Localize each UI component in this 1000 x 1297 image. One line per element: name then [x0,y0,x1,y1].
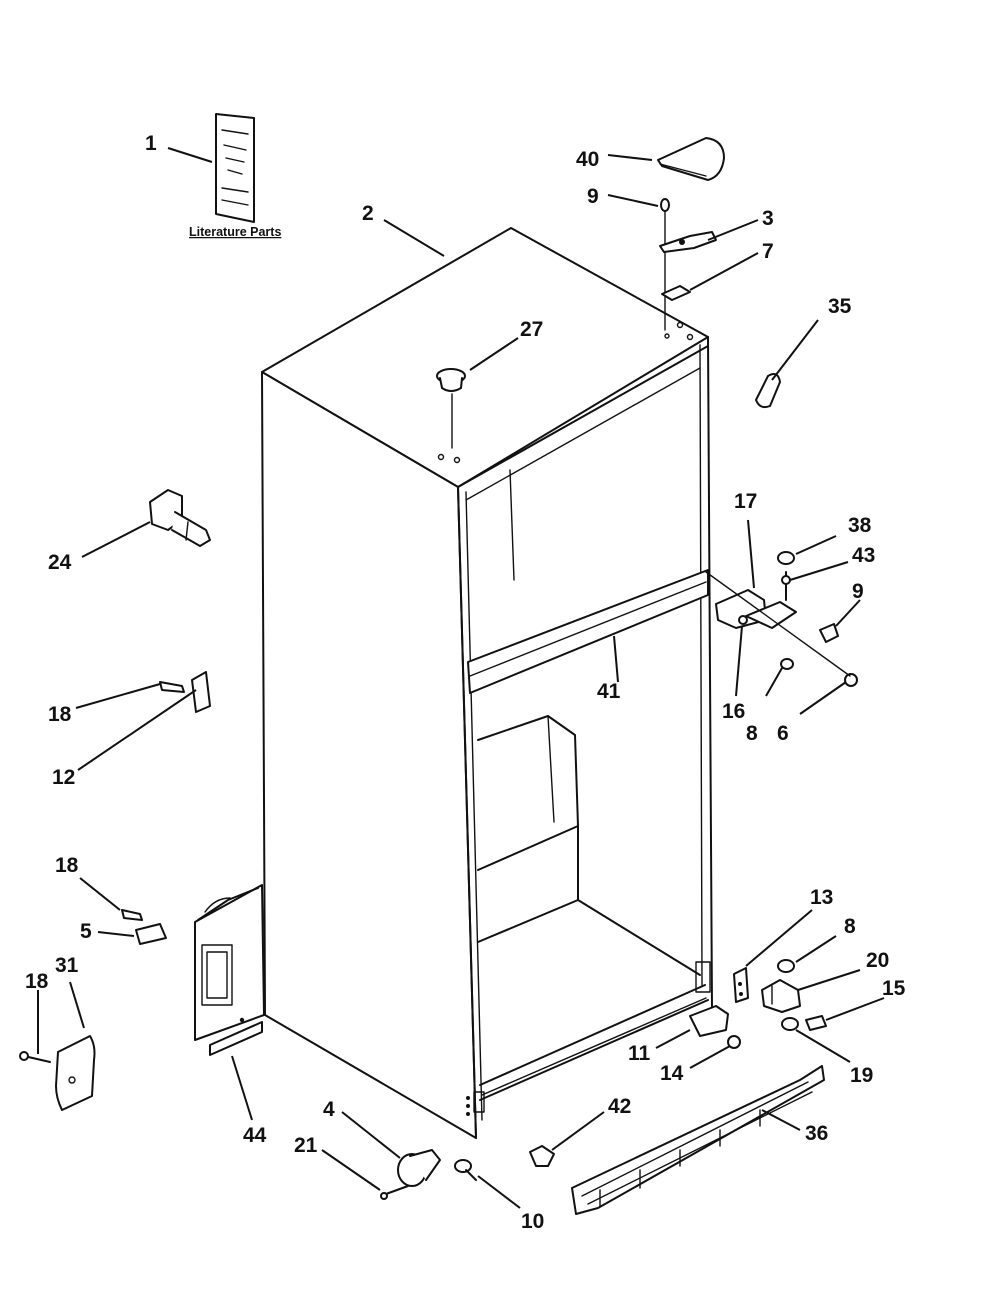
callout-17: 17 [734,490,757,513]
callout-13: 13 [810,886,833,909]
bottom-hinge-part [761,979,801,1013]
callout-8-lower: 8 [844,915,856,938]
callout-14: 14 [660,1062,684,1085]
callout-7: 7 [762,240,774,263]
cam-part [529,1145,555,1167]
callout-18-upper: 18 [48,703,72,726]
callout-40: 40 [576,148,599,171]
callout-10: 10 [521,1210,544,1233]
callout-6: 6 [777,722,789,745]
callout-43: 43 [852,544,875,567]
callout-labels: 1 2 40 9 3 7 35 27 24 18 12 18 5 18 31 4… [25,132,906,1233]
callout-11: 11 [628,1042,651,1065]
rear-side-bracket [194,884,265,1056]
drain-tube-part [149,489,211,547]
roller-part [380,1149,441,1200]
callout-4: 4 [323,1098,335,1121]
callout-12: 12 [52,766,75,789]
hinge-pin-screw-part [805,1015,827,1031]
lower-bracket-part [689,1005,741,1049]
callout-44: 44 [243,1124,267,1147]
callout-36: 36 [805,1122,828,1145]
callout-16-upper: 16 [722,700,745,723]
leveling-screw-part [454,1159,477,1181]
callout-9-middle: 9 [852,580,864,603]
handle-clip-part [755,373,781,409]
callout-18-lower: 18 [25,970,49,993]
hinge-washer-part [781,1017,799,1031]
hinge-shim-part [661,285,691,301]
callout-3: 3 [762,207,774,230]
plug-button-part [436,368,466,449]
callout-31: 31 [55,954,79,977]
callout-15: 15 [882,977,906,1000]
callout-27: 27 [520,318,543,341]
center-hinge-part [705,551,858,687]
bushing-part [777,959,795,973]
side-bracket-part [159,671,211,713]
callout-18-middle: 18 [55,854,79,877]
access-cover-part [19,1035,96,1111]
callout-8-upper: 8 [746,722,758,745]
hinge-cover-part [657,137,725,181]
callout-5: 5 [80,920,92,943]
clip-screw-part [121,909,167,945]
literature-parts-caption: Literature Parts [189,225,281,239]
callout-38: 38 [848,514,872,537]
toe-grille-part [571,1065,825,1215]
callout-2: 2 [362,202,374,225]
hinge-screw-part [660,198,670,331]
callout-1: 1 [145,132,157,155]
callout-20: 20 [866,949,889,972]
bottom-hinge-bracket-part [733,967,749,1003]
cabinet-body [261,227,713,1139]
top-hinge-part [659,231,717,253]
callout-9-top: 9 [587,185,599,208]
callout-35: 35 [828,295,852,318]
callout-42: 42 [608,1095,631,1118]
leader-lines [37,147,885,1209]
callout-21: 21 [294,1134,318,1157]
literature-parts-sheet [215,113,255,223]
callout-24: 24 [48,551,72,574]
callout-19: 19 [850,1064,873,1087]
callout-41: 41 [597,680,621,703]
